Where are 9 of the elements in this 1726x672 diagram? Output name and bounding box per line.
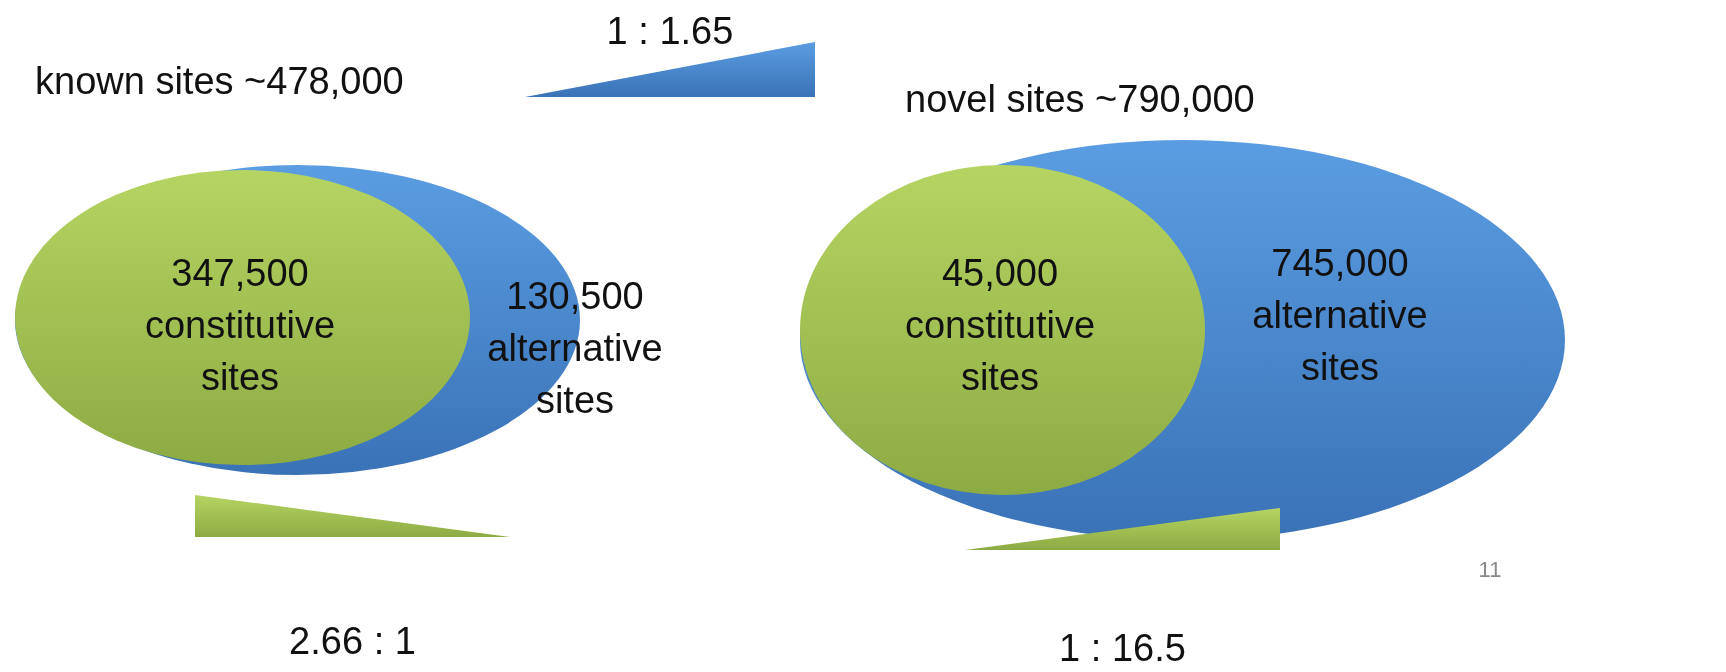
set-count-label: 745,000 alternative sites	[1251, 241, 1429, 390]
ratio-label: 2.66 : 1	[288, 619, 417, 664]
ratio-label: 1 : 1.65	[605, 9, 735, 54]
ratio-label: 1 : 16.5	[1058, 626, 1187, 671]
set-count-label: 347,500 constitutive sites	[143, 251, 337, 400]
set-title: novel sites ~790,000	[905, 77, 1256, 122]
set-title: known sites ~478,000	[35, 59, 405, 104]
set-count-label: 45,000 constitutive sites	[903, 251, 1097, 400]
page-number: 11	[1477, 556, 1503, 584]
